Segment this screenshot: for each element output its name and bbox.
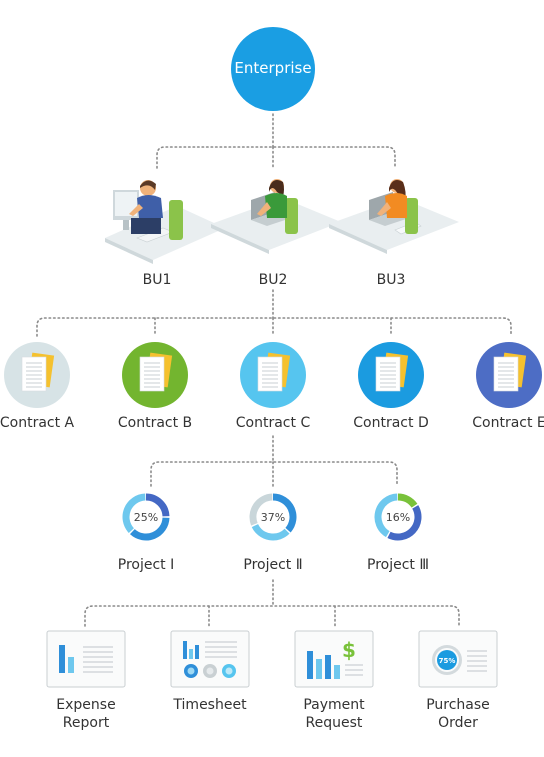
- project-percent-label: 16%: [386, 511, 410, 524]
- project-label-2: Project Ⅱ: [243, 557, 303, 573]
- bu-label-bu3: BU3: [376, 272, 406, 288]
- document-label-line: Payment: [303, 697, 365, 713]
- document-label-purchase-order: Purchase Order: [426, 696, 490, 732]
- bu-label-bu1: BU1: [142, 272, 172, 288]
- project-ring-segment: [249, 493, 273, 526]
- contract-label-b: Contract B: [117, 415, 193, 431]
- timesheet-icon: [170, 630, 250, 688]
- contract-sheet-front: [375, 356, 401, 392]
- document-label-expense-report: Expense Report: [56, 696, 115, 732]
- payment-request-icon: $: [294, 630, 374, 688]
- document-label-line: Order: [438, 715, 478, 731]
- project-progress-ring: 25%: [122, 493, 170, 541]
- expense-report-icon: [46, 630, 126, 688]
- bu2-laptop-worker-icon: [211, 179, 341, 254]
- enterprise-node: [231, 27, 315, 111]
- project-label-1: Project Ⅰ: [117, 557, 175, 573]
- contract-label-a: Contract A: [0, 415, 75, 431]
- document-label-payment-request: Payment Request: [303, 696, 364, 732]
- contract-node-icon: [4, 342, 70, 408]
- document-label-line: Timesheet: [173, 697, 247, 713]
- contract-label-e: Contract E: [472, 415, 544, 431]
- contract-node-icon: [358, 342, 424, 408]
- bu3-laptop-worker-icon: [329, 179, 459, 254]
- purchase-order-badge: 75%: [439, 657, 456, 665]
- project-ring-segment: [122, 493, 146, 534]
- project-label-3: Project Ⅲ: [366, 557, 430, 573]
- contracts-layer: [4, 342, 542, 408]
- document-label-line: Request: [305, 715, 363, 731]
- contract-sheet-front: [21, 356, 47, 392]
- project-ring-segment: [129, 517, 170, 541]
- contract-sheet-front: [257, 356, 283, 392]
- contract-label-d: Contract D: [353, 415, 429, 431]
- project-ring-segment: [145, 493, 170, 517]
- contract-label-c: Contract C: [235, 415, 311, 431]
- bu-label-bu2: BU2: [258, 272, 288, 288]
- document-label-line: Expense: [56, 697, 116, 713]
- project-percent-label: 37%: [261, 511, 285, 524]
- document-label-line: Report: [62, 715, 110, 731]
- project-ring-segment: [387, 505, 422, 541]
- contract-node-icon: [476, 342, 542, 408]
- bu1-desktop-worker-icon: [105, 180, 225, 264]
- project-percent-label: 25%: [134, 511, 158, 524]
- purchase-order-icon: 75%: [418, 630, 498, 688]
- project-progress-ring: 37%: [249, 493, 297, 541]
- connector-lines: [36, 113, 512, 627]
- project-ring-segment: [374, 493, 398, 538]
- project-progress-ring: 16%: [374, 493, 422, 541]
- contract-sheet-front: [493, 356, 519, 392]
- contract-node-icon: [122, 342, 188, 408]
- projects-layer: 25% 37% 16%: [122, 493, 422, 541]
- document-label-line: Purchase: [426, 697, 490, 713]
- enterprise-label: Enterprise: [234, 59, 312, 77]
- contract-sheet-front: [139, 356, 165, 392]
- project-ring-segment: [272, 493, 297, 533]
- contract-node-icon: [240, 342, 306, 408]
- document-label-timesheet: Timesheet: [173, 696, 246, 714]
- project-ring-segment: [251, 523, 290, 541]
- project-ring-segment: [397, 493, 418, 508]
- svg-text:$: $: [342, 638, 356, 662]
